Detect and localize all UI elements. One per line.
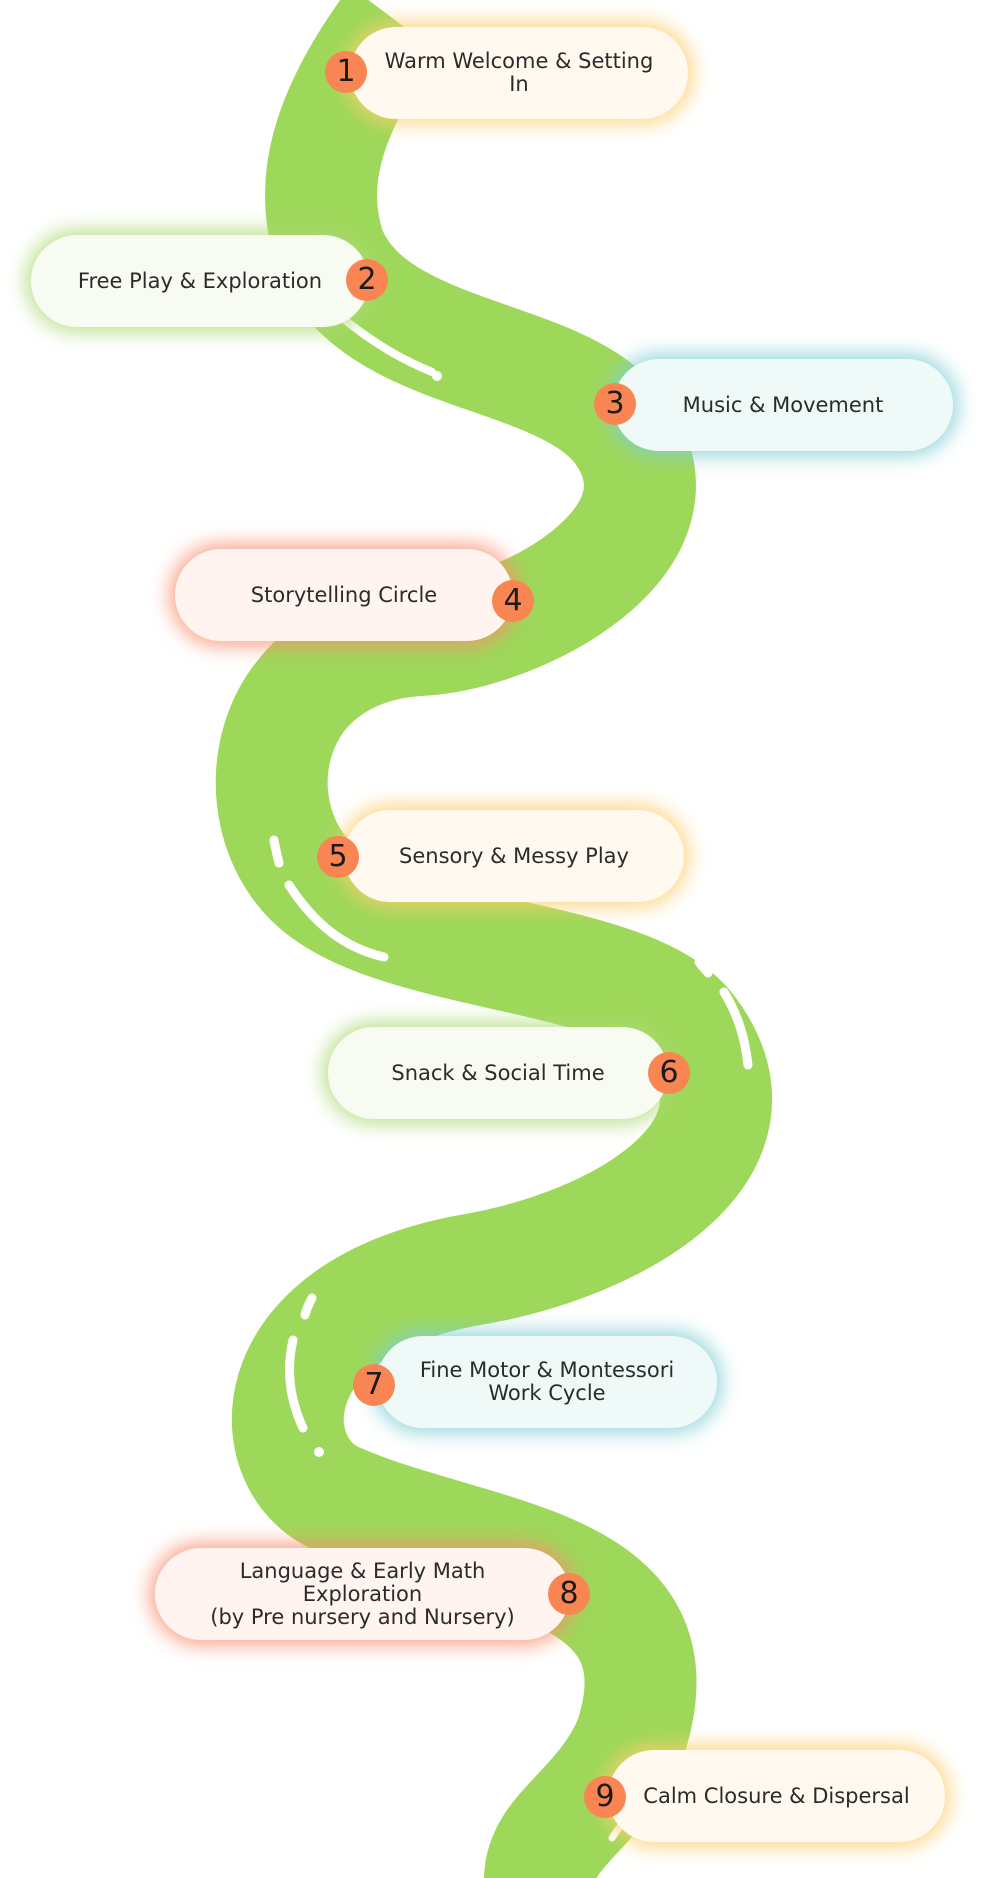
step-6-card: Snack & Social Time: [328, 1027, 668, 1119]
step-7-badge: 7: [353, 1364, 395, 1406]
step-7-label: Fine Motor & Montessori Work Cycle: [419, 1358, 675, 1405]
step-2-card: Free Play & Exploration: [31, 235, 369, 327]
step-2-badge: 2: [346, 259, 388, 301]
road-dash: [285, 1335, 308, 1433]
step-2-label: Free Play & Exploration: [77, 268, 323, 293]
step-6-label: Snack & Social Time: [391, 1060, 605, 1085]
step-8-label: Language & Early Math Exploration (by Pr…: [210, 1558, 515, 1629]
road-path: [215, 0, 772, 1878]
road-dash: [341, 316, 436, 376]
road-dash: [694, 957, 713, 978]
road-dot: [432, 371, 442, 381]
step-3-card: Music & Movement: [613, 359, 953, 451]
step-1-label: Warm Welcome & Setting In: [384, 49, 654, 96]
step-1-card: Warm Welcome & Setting In: [350, 27, 688, 119]
road-dash: [284, 880, 389, 962]
step-3-badge: 3: [594, 383, 636, 425]
step-9-label: Calm Closure & Dispersal: [643, 1783, 910, 1808]
road-dash: [300, 1293, 317, 1320]
step-3-label: Music & Movement: [682, 392, 884, 417]
step-8-card: Language & Early Math Exploration (by Pr…: [155, 1548, 570, 1640]
step-9-badge: 9: [584, 1776, 626, 1818]
step-7-card: Fine Motor & Montessori Work Cycle: [377, 1336, 717, 1428]
road-dash: [709, 446, 725, 499]
step-1-badge: 1: [325, 51, 367, 93]
step-4-label: Storytelling Circle: [250, 582, 438, 607]
step-5-badge: 5: [317, 836, 359, 878]
step-4-card: Storytelling Circle: [175, 549, 513, 641]
step-4-badge: 4: [492, 580, 534, 622]
road-dash: [719, 987, 753, 1070]
step-8-badge: 8: [548, 1573, 590, 1615]
step-9-card: Calm Closure & Dispersal: [608, 1750, 945, 1842]
step-5-card: Sensory & Messy Play: [344, 810, 684, 902]
step-6-badge: 6: [648, 1052, 690, 1094]
step-5-label: Sensory & Messy Play: [399, 843, 629, 868]
road-dot: [314, 1447, 324, 1457]
road-dash: [269, 835, 284, 868]
